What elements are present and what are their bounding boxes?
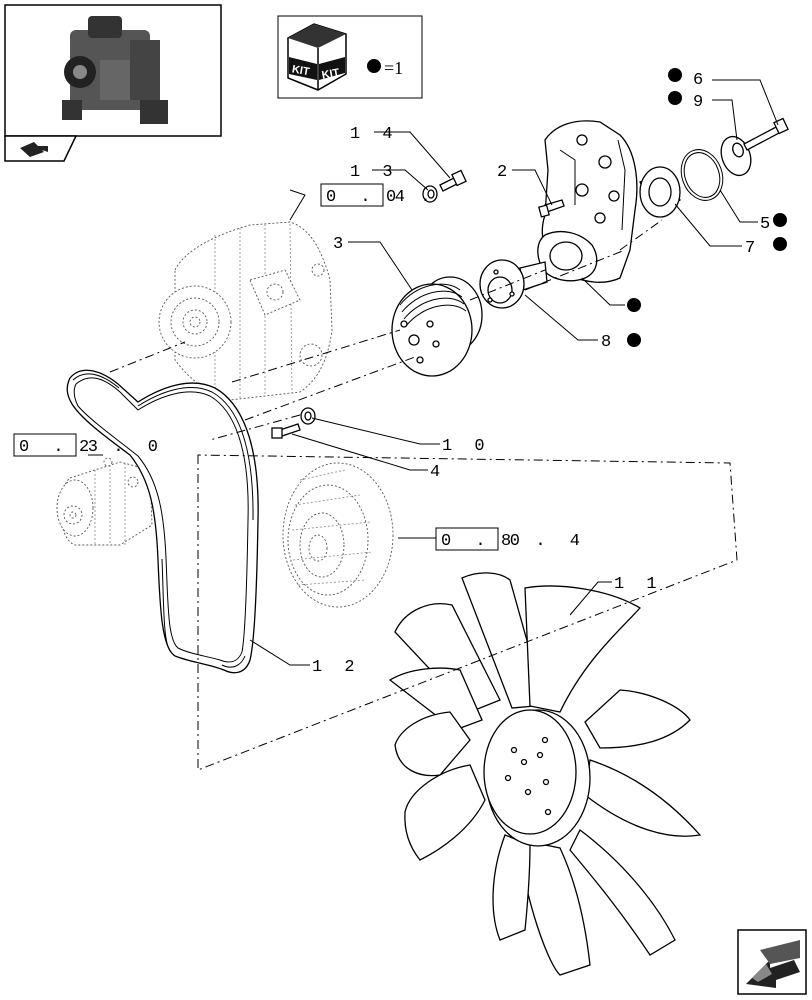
- label-7: 7: [745, 239, 761, 258]
- poly-v-belt[interactable]: [66, 369, 259, 674]
- kit-dot-housing: [627, 298, 641, 312]
- washer-9[interactable]: [716, 132, 756, 179]
- bolt-4[interactable]: [271, 423, 301, 439]
- label-13: 1 3: [350, 163, 399, 182]
- engine-thumbnail[interactable]: [4, 4, 222, 137]
- fan-pulley[interactable]: [391, 276, 483, 377]
- centerlines: [109, 219, 663, 441]
- phantom-frame: [197, 454, 738, 771]
- label-11: 1 1: [614, 575, 663, 594]
- ref-damper-rest: 8 . 4: [501, 532, 587, 551]
- label-3: 3: [333, 235, 349, 254]
- snap-ring-5[interactable]: [674, 144, 729, 207]
- label-8: 8: [601, 333, 617, 352]
- kit-dot-8: [627, 333, 641, 347]
- engine-thumbnail-icon: [62, 16, 168, 124]
- cooling-fan[interactable]: [388, 572, 702, 976]
- bolt-14[interactable]: [439, 169, 467, 192]
- label-2: 2: [497, 163, 513, 182]
- washer-13[interactable]: [422, 185, 438, 203]
- part-labels: 1 4 1 3 2 3 6 9 5 7 8 1 0 4 1 1 1 2: [312, 71, 776, 677]
- kit-dot-7: [773, 237, 787, 251]
- ref-damper-boxed: 0 . 0: [441, 532, 527, 551]
- ref-compressor-boxed: 0 . 3: [19, 438, 105, 457]
- bolt-2[interactable]: [538, 199, 565, 218]
- label-14: 1 4: [350, 125, 399, 144]
- label-9: 9: [693, 93, 709, 112]
- kit-word-left: KIT: [291, 63, 311, 78]
- ref-alternator-rest: 0 .: [386, 188, 438, 207]
- leader-lines: [88, 79, 779, 666]
- ref-alternator[interactable]: 0 . 4 0 .: [320, 183, 438, 207]
- label-4: 4: [430, 463, 446, 482]
- kit-equals-text: =1: [384, 58, 403, 78]
- ref-damper[interactable]: 0 . 0 8 . 4: [435, 527, 587, 551]
- ref-compressor[interactable]: 0 . 3 2 . 0: [13, 433, 165, 457]
- kit-legend: KIT KIT =1: [277, 15, 423, 99]
- kit-dot-5: [773, 213, 787, 227]
- kit-word-right: KIT: [321, 67, 341, 82]
- ref-compressor-rest: 2 . 0: [79, 438, 165, 457]
- washer-10[interactable]: [300, 407, 316, 425]
- label-5: 5: [760, 215, 776, 234]
- kit-box-icon: KIT KIT: [287, 23, 347, 91]
- fan-support-housing[interactable]: [537, 120, 638, 283]
- label-6: 6: [693, 71, 709, 90]
- fan-hub[interactable]: [479, 259, 548, 309]
- ref-alternator-boxed: 0 . 4: [326, 188, 412, 207]
- kit-dot-6: [668, 68, 682, 82]
- nav-arrow-icon[interactable]: [4, 135, 78, 162]
- vibration-damper[interactable]: [282, 462, 394, 608]
- label-12: 1 2: [312, 658, 361, 677]
- kit-markers: [627, 68, 787, 347]
- bearing-7[interactable]: [639, 166, 681, 218]
- kit-dot-icon: [367, 59, 381, 73]
- ac-compressor[interactable]: [56, 457, 153, 546]
- kit-dot-9: [668, 91, 682, 105]
- label-10: 1 0: [442, 437, 491, 456]
- next-page-arrow-icon[interactable]: [737, 929, 807, 995]
- alternator[interactable]: [158, 221, 333, 401]
- bolt-6[interactable]: [743, 117, 789, 151]
